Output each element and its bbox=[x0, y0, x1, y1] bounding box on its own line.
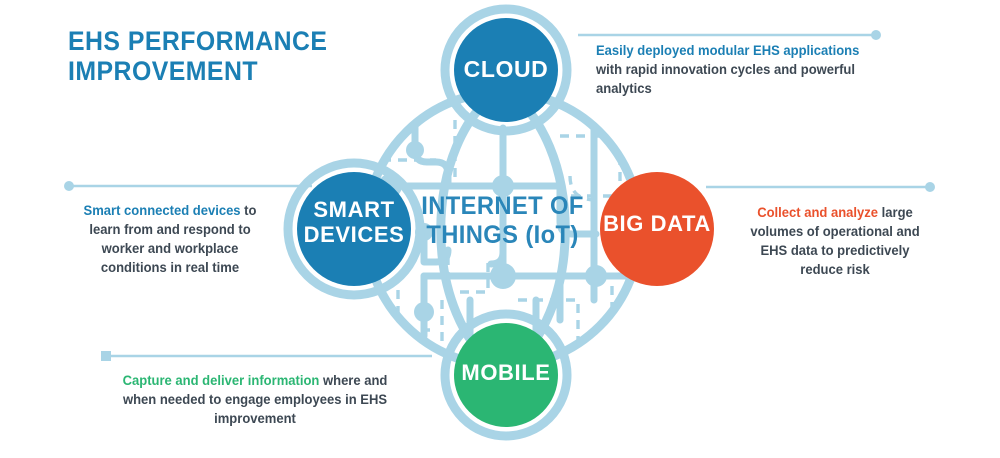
caption-cloud-rest: with rapid innovation cycles and powerfu… bbox=[596, 61, 855, 96]
node-cloud[interactable] bbox=[440, 4, 572, 136]
node-cloud-circle bbox=[454, 18, 558, 122]
caption-cloud: Easily deployed modular EHS applications… bbox=[596, 41, 871, 98]
connector-endpoint-cloud bbox=[871, 30, 881, 40]
node-cloud-ring bbox=[440, 4, 572, 136]
connector-endpoint-smart-devices bbox=[64, 181, 74, 191]
caption-big-data: Collect and analyze large volumes of ope… bbox=[737, 203, 932, 279]
caption-big-data-highlight: Collect and analyze bbox=[757, 204, 879, 220]
trace-ll-hook bbox=[420, 226, 452, 266]
node-mobile[interactable] bbox=[440, 309, 572, 441]
node-big-data[interactable] bbox=[600, 172, 714, 286]
circuit-node-1 bbox=[406, 141, 424, 159]
trace-ur-1 bbox=[556, 182, 600, 238]
caption-big-data-rest: large volumes of operational and EHS dat… bbox=[750, 204, 920, 277]
page-title-line2: IMPROVEMENT bbox=[68, 56, 258, 86]
node-mobile-ring bbox=[440, 309, 572, 441]
node-mobile-circle bbox=[454, 323, 558, 427]
connector-lines bbox=[64, 30, 935, 361]
connector-endpoint-mobile bbox=[101, 351, 111, 361]
circuit-node-4 bbox=[490, 263, 516, 289]
node-smart-devices-circle bbox=[297, 172, 411, 286]
circuit-node-5 bbox=[585, 265, 607, 287]
circuit-node-7 bbox=[414, 302, 434, 322]
caption-mobile-rest: where and when needed to engage employee… bbox=[122, 372, 388, 426]
caption-smart-devices-rest: to learn from and respond to worker and … bbox=[89, 202, 257, 275]
trace-c-hook bbox=[487, 226, 507, 268]
caption-mobile: Capture and deliver information where an… bbox=[114, 371, 397, 428]
caption-cloud-highlight: Easily deployed modular EHS applications bbox=[596, 42, 860, 58]
page-title-line1: EHS PERFORMANCE bbox=[68, 26, 328, 56]
caption-mobile-highlight: Capture and deliver information bbox=[122, 372, 320, 388]
circuit-node-3 bbox=[492, 175, 514, 197]
dash-trace-8 bbox=[446, 256, 490, 294]
trace-ul-2 bbox=[432, 158, 564, 190]
caption-smart-devices-highlight: Smart connected devices bbox=[83, 202, 241, 218]
node-smart-devices[interactable] bbox=[283, 158, 425, 300]
dash-trace-9 bbox=[518, 298, 580, 356]
node-smart-devices-ring bbox=[283, 158, 425, 300]
dash-trace-3 bbox=[560, 134, 622, 198]
node-big-data-circle bbox=[600, 172, 714, 286]
connector-endpoint-big-data bbox=[925, 182, 935, 192]
page-title: EHS PERFORMANCE IMPROVEMENT bbox=[68, 26, 372, 86]
dash-trace-4 bbox=[568, 175, 597, 202]
caption-smart-devices: Smart connected devices to learn from an… bbox=[73, 201, 266, 277]
